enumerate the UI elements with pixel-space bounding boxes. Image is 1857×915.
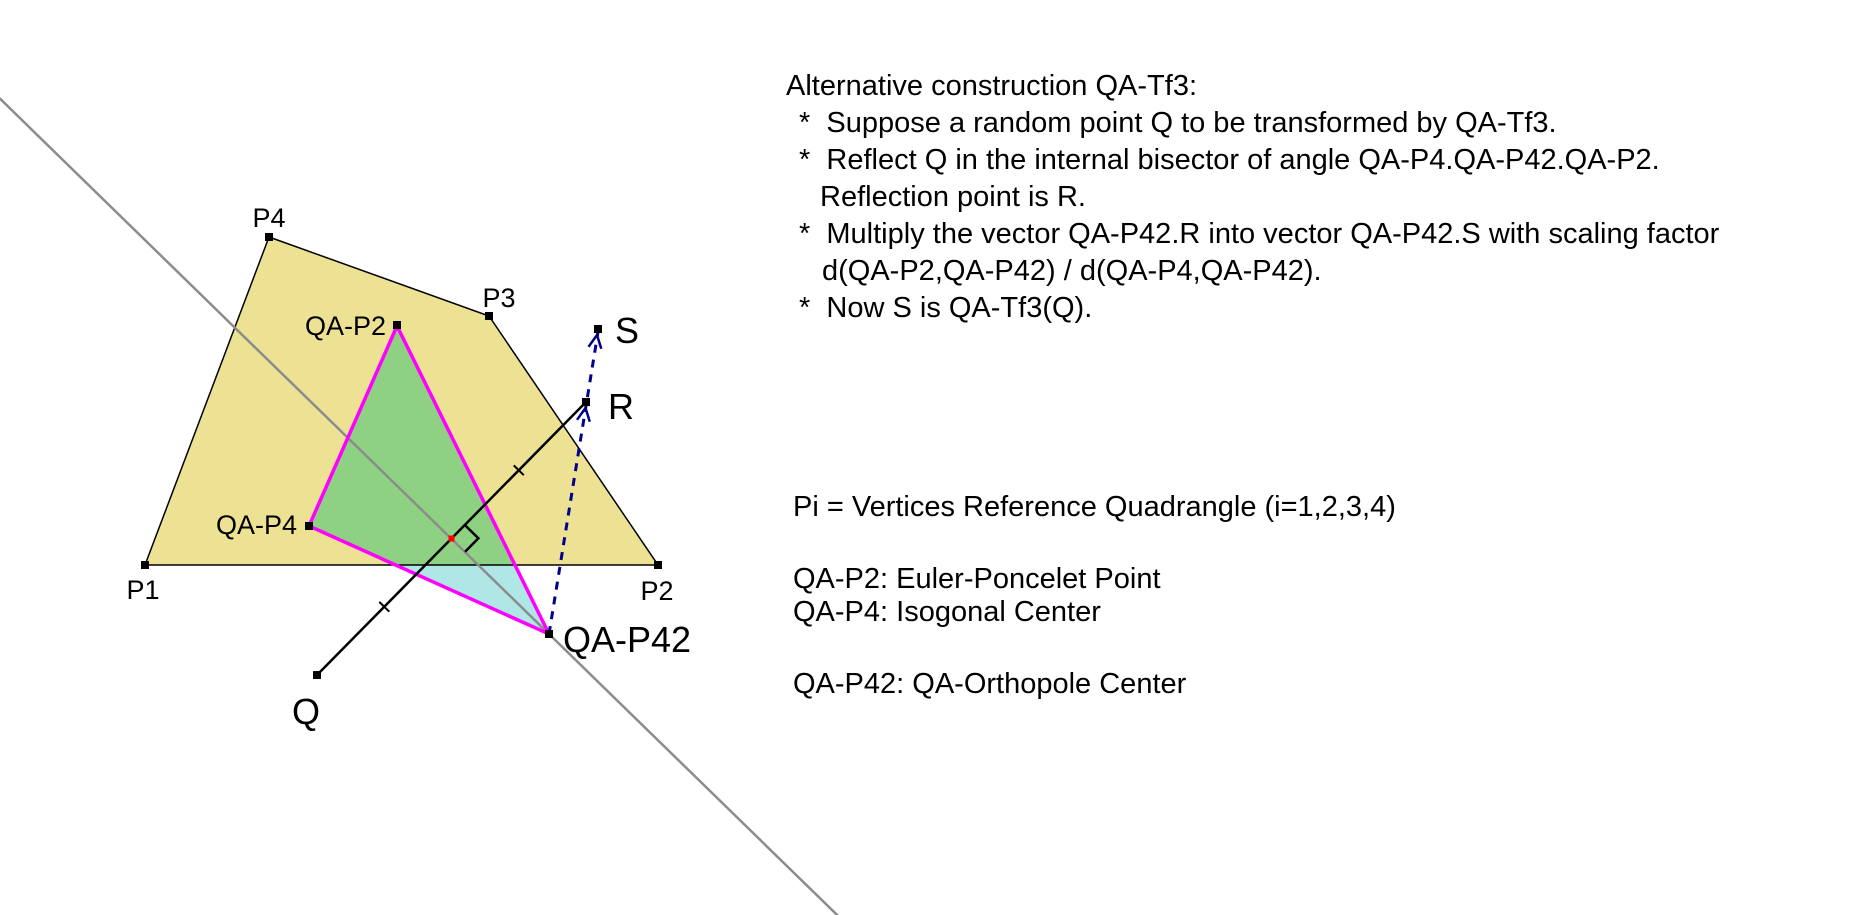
construction-line-6: d(QA-P2,QA-P42) / d(QA-P4,QA-P42). [822,255,1322,287]
label-QA-P2: QA-P2 [305,311,386,341]
label-Q: Q [292,691,320,732]
label-P4: P4 [252,203,285,233]
triangle-fill-inside-quad [309,326,515,565]
right-angle-marker [463,524,481,553]
point-QA-P42[interactable] [545,630,553,638]
construction-line-7: * Now S is QA-Tf3(Q). [799,292,1093,324]
construction-line-2: * Suppose a random point Q to be transfo… [799,107,1557,139]
point-P2[interactable] [654,561,662,569]
point-QA-P2[interactable] [393,321,401,329]
point-P3[interactable] [485,312,493,320]
point-R[interactable] [582,398,590,406]
label-P2: P2 [640,576,673,606]
construction-line-3: * Reflect Q in the internal bisector of … [799,144,1660,176]
legend-line-qa-p4: QA-P4: Isogonal Center [793,596,1101,628]
triangle-outline [306,321,553,638]
arrowhead-at-R [575,405,591,423]
equal-tick-2 [513,464,525,476]
arrowhead-at-S [587,332,603,350]
vector-dashed-arrow [547,331,600,635]
construction-line-5: * Multiply the vector QA-P42.R into vect… [799,218,1720,250]
point-P1[interactable] [141,561,149,569]
label-QA-P42: QA-P42 [563,619,691,660]
point-QA-P4[interactable] [305,522,313,530]
construction-line-1: Alternative construction QA-Tf3: [786,70,1197,102]
point-Q[interactable] [313,671,321,679]
bisector-line [0,96,839,915]
legend-line-qa-p2: QA-P2: Euler-Poncelet Point [793,563,1161,595]
point-P4[interactable] [265,233,273,241]
equal-tick-1 [378,601,390,613]
label-S: S [615,310,639,351]
reflection-midpoint-dot [448,535,455,542]
construction-line-4: Reflection point is R. [820,181,1086,213]
label-QA-P4: QA-P4 [216,510,297,540]
legend-line-qa-p42: QA-P42: QA-Orthopole Center [793,668,1187,700]
point-S[interactable] [594,325,602,333]
legend-line-pi: Pi = Vertices Reference Quadrangle (i=1,… [793,491,1396,523]
label-P3: P3 [482,283,515,313]
label-R: R [608,386,634,427]
label-P1: P1 [126,575,159,605]
